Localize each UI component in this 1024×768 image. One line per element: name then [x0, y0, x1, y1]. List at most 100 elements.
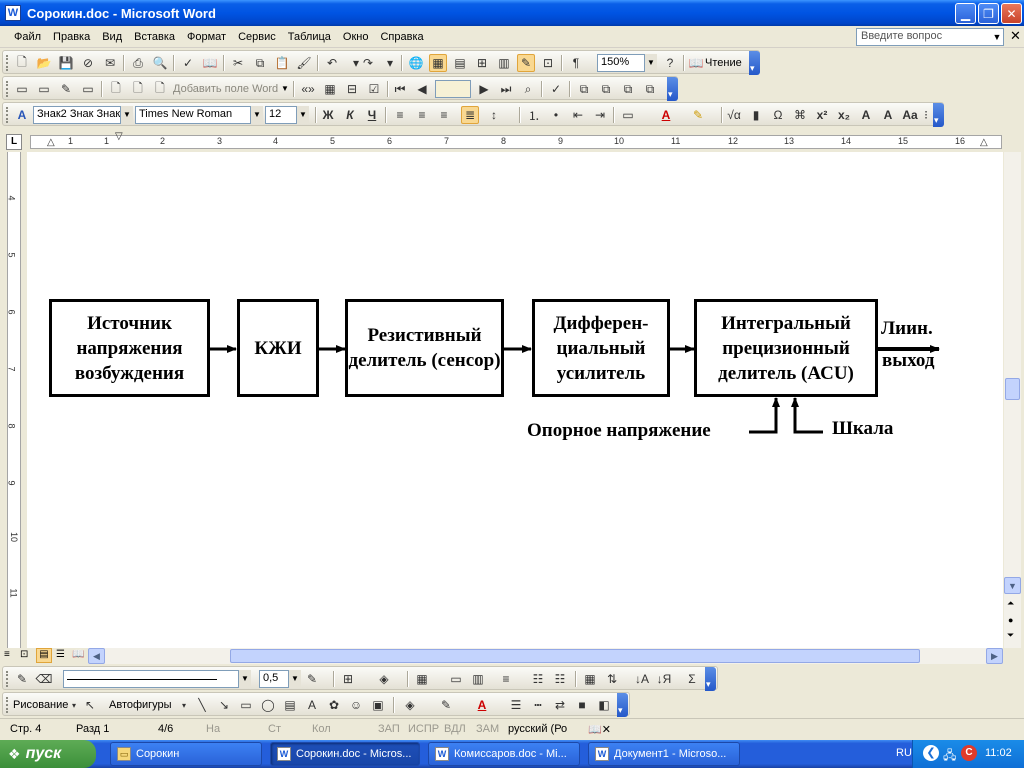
- tab-selector[interactable]: L: [6, 134, 22, 150]
- task-word-sorokin[interactable]: W Сорокин.doc - Micros...: [270, 742, 420, 766]
- status-record-macro[interactable]: ЗАП: [378, 723, 400, 735]
- task-folder-sorokin[interactable]: ▭ Сорокин: [110, 742, 262, 766]
- spelling-status-icon[interactable]: 📖✕: [588, 724, 611, 736]
- merge-fax-icon[interactable]: ⧉: [645, 81, 655, 96]
- font-color-icon[interactable]: A: [661, 108, 671, 122]
- toolbar-grip[interactable]: [6, 697, 9, 713]
- zoom-combo[interactable]: 150%: [597, 54, 645, 72]
- increase-indent-icon[interactable]: ⇥: [594, 108, 606, 122]
- doc-icon[interactable]: 🗋: [111, 80, 121, 95]
- outline-view-icon[interactable]: ☰: [56, 649, 65, 660]
- toolbar-grip[interactable]: [6, 55, 9, 71]
- subscript-icon[interactable]: x₂: [837, 108, 850, 122]
- next-page-icon[interactable]: ⏷: [1007, 630, 1015, 640]
- keyboard-language-indicator[interactable]: RU: [896, 747, 912, 759]
- right-indent-marker-icon[interactable]: △: [980, 137, 988, 148]
- ruler-strip[interactable]: [30, 135, 1002, 149]
- line-spacing-icon[interactable]: ↕: [491, 108, 497, 122]
- form-icon[interactable]: ▭: [16, 82, 28, 96]
- merge-icon[interactable]: ⊟: [346, 82, 358, 96]
- arrow-style-icon[interactable]: ⇄: [554, 698, 566, 712]
- task-word-komissarov[interactable]: W Комиссаров.doc - Mi...: [428, 742, 580, 766]
- document-map-icon[interactable]: ⊡: [542, 56, 554, 70]
- add-word-field-combo[interactable]: Добавить поле Word: [173, 83, 279, 95]
- status-extend[interactable]: ВДЛ: [444, 723, 466, 735]
- more-icon[interactable]: ⁝: [924, 108, 928, 122]
- status-page[interactable]: Стр. 4: [10, 723, 42, 735]
- font-size-dropdown-arrow[interactable]: ▼: [297, 106, 309, 124]
- styles-pane-icon[interactable]: A: [17, 108, 27, 122]
- title-bar[interactable]: W Сорокин.doc - Microsoft Word: [0, 0, 1024, 26]
- text-direction-icon[interactable]: ⇅: [606, 672, 618, 686]
- help-icon[interactable]: ?: [666, 56, 674, 70]
- shading-color-icon[interactable]: ◈: [379, 672, 389, 686]
- block-differential-amplifier[interactable]: Дифферен-циальный усилитель: [532, 299, 670, 397]
- copy-icon[interactable]: ⧉: [255, 55, 265, 70]
- undo-dropdown-icon[interactable]: ▾: [352, 56, 360, 70]
- spelling-icon[interactable]: ✓: [182, 56, 194, 70]
- clipart-icon[interactable]: ☺: [349, 698, 363, 712]
- scroll-right-button[interactable]: ▶: [986, 648, 1003, 664]
- antivirus-icon[interactable]: C: [961, 745, 977, 761]
- status-section[interactable]: Разд 1: [76, 723, 110, 735]
- undo-icon[interactable]: ↶: [326, 56, 338, 70]
- borders-icon[interactable]: ▭: [622, 108, 634, 122]
- shadow-icon[interactable]: ■: [578, 698, 586, 712]
- symbol-omega-icon[interactable]: Ω: [773, 108, 783, 122]
- close-button[interactable]: ✕: [1001, 3, 1022, 24]
- menu-edit[interactable]: Правка: [53, 30, 91, 43]
- menu-table[interactable]: Таблица: [287, 30, 331, 43]
- research-icon[interactable]: 📖: [202, 56, 218, 70]
- insert-table-icon[interactable]: ▤: [454, 56, 466, 70]
- help-dropdown-arrow[interactable]: ▼: [992, 32, 1002, 42]
- reading-button[interactable]: Чтение: [705, 57, 742, 69]
- draw-font-color-icon[interactable]: A: [477, 698, 487, 712]
- document-page[interactable]: Источник напряжения возбуждения КЖИ Рези…: [27, 152, 1003, 648]
- line-width-dropdown-arrow[interactable]: ▼: [289, 670, 301, 688]
- zoom-dropdown-arrow[interactable]: ▼: [645, 54, 657, 72]
- tray-expand-icon[interactable]: ❮: [923, 745, 939, 761]
- add-field-dropdown-arrow[interactable]: ▼: [281, 84, 289, 93]
- outside-border-icon[interactable]: ⊞: [342, 672, 354, 686]
- vertical-scrollbar[interactable]: [1004, 152, 1021, 648]
- wordart-icon[interactable]: A: [307, 698, 316, 712]
- toolbar-options-chevron[interactable]: [933, 103, 944, 127]
- block-resistive-divider[interactable]: Резистивный делитель (сенсор): [345, 299, 504, 397]
- print-icon[interactable]: ⎙: [133, 55, 143, 70]
- line-style-dropdown-arrow[interactable]: ▼: [239, 670, 251, 688]
- toolbar-options-chevron[interactable]: [749, 51, 760, 75]
- merge-to-doc-icon[interactable]: ⧉: [579, 81, 589, 96]
- style-combo[interactable]: Знак2 Знак Знак: [33, 106, 121, 124]
- autoshapes-menu-arrow[interactable]: ▾: [181, 700, 186, 710]
- field-shading-icon[interactable]: ▦: [324, 82, 336, 96]
- check-icon[interactable]: ☑: [368, 82, 380, 96]
- status-language[interactable]: русский (Ро: [508, 723, 568, 735]
- block-kzhi[interactable]: КЖИ: [237, 299, 319, 397]
- prev-record-icon[interactable]: ◀: [417, 82, 427, 96]
- hyperlink-icon[interactable]: 🌐: [408, 56, 424, 70]
- email-icon[interactable]: ✉: [104, 56, 116, 70]
- decrease-indent-icon[interactable]: ⇤: [572, 108, 584, 122]
- network-icon[interactable]: 🖧: [943, 748, 957, 762]
- autosum-icon[interactable]: Σ: [688, 672, 696, 686]
- increase-font-icon[interactable]: A: [883, 108, 893, 122]
- horizontal-scroll-thumb[interactable]: [230, 649, 920, 663]
- distribute-rows-icon[interactable]: ☷: [532, 672, 544, 686]
- word-app-icon[interactable]: W: [5, 5, 21, 21]
- print-layout-view-icon[interactable]: ▤: [36, 648, 52, 663]
- toolbar-options-chevron[interactable]: [667, 77, 678, 101]
- edit-icon[interactable]: ✎: [60, 82, 72, 96]
- diagram-icon[interactable]: ✿: [328, 698, 340, 712]
- line-width-combo[interactable]: 0,5: [259, 670, 289, 688]
- tables-borders-icon[interactable]: ▦: [429, 54, 447, 72]
- picture-icon[interactable]: ▣: [372, 698, 384, 712]
- normal-view-icon[interactable]: ≡: [4, 649, 10, 660]
- special-char-icon[interactable]: ⌘: [794, 108, 806, 122]
- insert-table-icon[interactable]: ▦: [416, 672, 428, 686]
- menu-tools[interactable]: Сервис: [238, 30, 276, 43]
- autoshapes-menu-button[interactable]: Автофигуры: [109, 699, 172, 711]
- abc-field-icon[interactable]: «»: [301, 82, 315, 96]
- eraser-icon[interactable]: ⌫: [35, 672, 53, 686]
- rectangle-tool-icon[interactable]: ▭: [240, 698, 252, 712]
- status-line[interactable]: Ст: [268, 723, 281, 735]
